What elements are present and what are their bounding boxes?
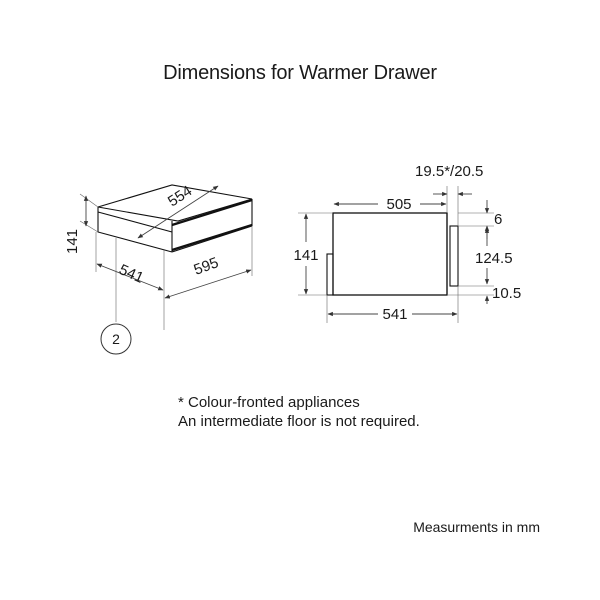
dimension-label-595: 595	[192, 254, 221, 279]
dimension-height-side: 141	[293, 212, 333, 296]
dimension-label-141-side: 141	[293, 247, 318, 264]
note-colour-fronted: * Colour-fronted appliances	[178, 394, 360, 411]
dimension-label-505: 505	[386, 196, 411, 213]
dimension-label-554: 554	[165, 182, 195, 210]
drawer-side-section	[326, 212, 459, 296]
dimension-label-141-left: 141	[64, 229, 81, 254]
dimension-width-front: 595	[164, 254, 252, 299]
dimension-label-124-5: 124.5	[475, 250, 513, 267]
dimension-height-left: 141	[64, 193, 99, 254]
dimension-total-depth: 541	[326, 286, 459, 323]
perspective-view: 554 141 541 595 2	[64, 182, 253, 355]
dimension-depth-side: 541	[96, 261, 164, 291]
notes: * Colour-fronted appliances An intermedi…	[178, 393, 420, 431]
dimension-label-10-5: 10.5	[492, 285, 521, 302]
units-note: Measurments in mm	[413, 519, 540, 535]
callout-label: 2	[112, 331, 120, 347]
dimension-offset-top: 6	[458, 200, 502, 239]
note-intermediate-floor: An intermediate floor is not required.	[178, 413, 420, 430]
dimension-label-6: 6	[494, 211, 502, 228]
side-view: 19.5*/20.5 505 141 6	[293, 163, 521, 323]
dimension-inner-depth: 505	[333, 196, 447, 213]
dimension-label-541-side: 541	[382, 306, 407, 323]
dimension-front-height: 124.5	[458, 227, 513, 287]
dimension-label-gap: 19.5*/20.5	[415, 163, 483, 180]
callout-marker: 2	[100, 323, 132, 355]
dimension-offset-bottom: 10.5	[447, 285, 521, 304]
page-title: Dimensions for Warmer Drawer	[163, 62, 437, 84]
dimension-gap-top: 19.5*/20.5	[415, 163, 483, 226]
dimension-label-541-perspective: 541	[116, 261, 146, 287]
